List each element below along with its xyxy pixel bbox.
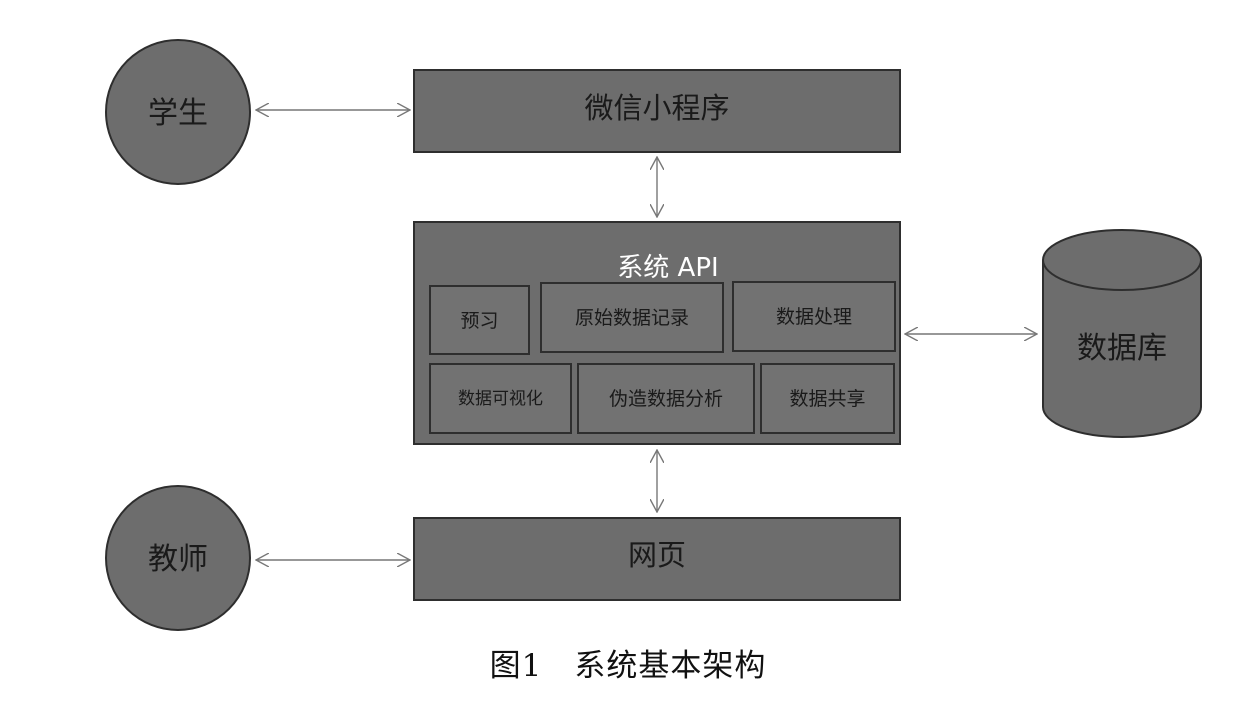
module-visualization: 数据可视化	[429, 363, 572, 434]
student-actor: 学生	[105, 39, 251, 185]
system-api-block: 系统 API 预习 原始数据记录 数据处理 数据可视化 伪造数据分析 数据共享	[413, 221, 901, 445]
module-sharing-label: 数据共享	[789, 388, 865, 410]
module-preview-label: 预习	[460, 310, 498, 332]
teacher-label: 教师	[148, 542, 208, 577]
wechat-miniprogram-block: 微信小程序	[413, 69, 901, 153]
module-raw-record-label: 原始数据记录	[575, 307, 689, 329]
api-title: 系统 API	[617, 253, 718, 283]
module-raw-record: 原始数据记录	[540, 282, 724, 353]
figure-caption: 图1 系统基本架构	[489, 648, 767, 684]
module-processing: 数据处理	[732, 281, 896, 352]
module-visualization-label: 数据可视化	[458, 389, 543, 409]
module-processing-label: 数据处理	[776, 306, 852, 328]
database-label: 数据库	[1077, 331, 1167, 366]
database-cylinder: 数据库	[1042, 229, 1202, 438]
webpage-label: 网页	[628, 538, 686, 572]
module-preview: 预习	[429, 285, 530, 355]
webpage-block: 网页	[413, 517, 901, 601]
module-fake-analysis-label: 伪造数据分析	[609, 388, 723, 410]
module-sharing: 数据共享	[760, 363, 895, 434]
student-label: 学生	[148, 96, 208, 131]
teacher-actor: 教师	[105, 485, 251, 631]
wechat-label: 微信小程序	[584, 91, 729, 125]
module-fake-analysis: 伪造数据分析	[577, 363, 755, 434]
